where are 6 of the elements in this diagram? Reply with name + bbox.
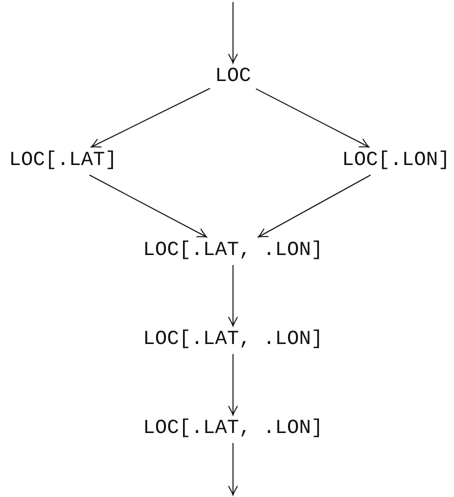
node-label: LOC[.LAT, .LON] xyxy=(140,329,326,351)
node-label: LOC[.LAT] xyxy=(6,150,120,172)
node-label: LOC[.LAT, .LON] xyxy=(140,418,326,440)
node-label: LOC[.LAT, .LON] xyxy=(140,240,326,262)
node-label: LOC xyxy=(213,66,253,88)
node-label: LOC[.LON] xyxy=(340,150,452,172)
